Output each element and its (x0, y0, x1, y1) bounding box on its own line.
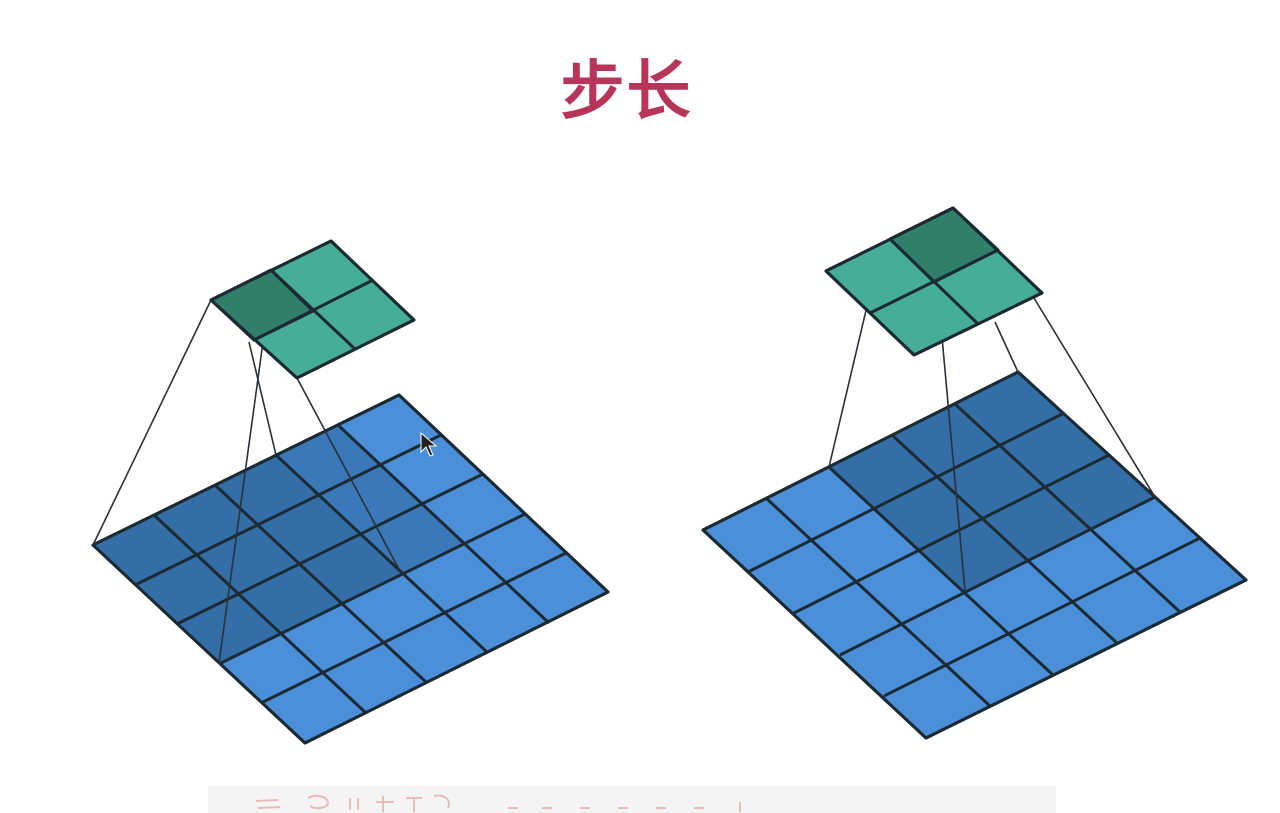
slide-title: 步长 (560, 55, 693, 129)
mouse-pointer-icon (420, 431, 438, 457)
output-feature-map-right (824, 206, 1044, 357)
faint-handwriting (255, 794, 741, 812)
input-feature-map-right (701, 370, 1248, 740)
stride-example-right (701, 206, 1248, 740)
input-feature-map-left (91, 393, 610, 745)
receptive-field-left-extra (276, 425, 463, 573)
subtitle-strip (208, 786, 1056, 813)
output-feature-map-left (209, 239, 416, 380)
projection-lines-right (828, 297, 1156, 592)
stride-example-left (91, 239, 610, 745)
